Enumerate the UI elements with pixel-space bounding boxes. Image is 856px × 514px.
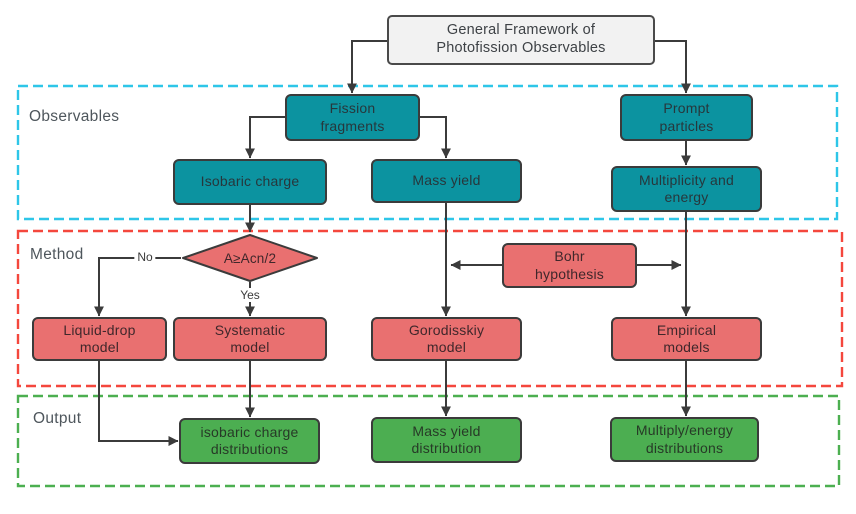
- edge-title-to-fission-fragments: [347, 40, 387, 94]
- node-bohr-hypothesis: Bohr hypothesis: [502, 243, 637, 288]
- node-systematic-model: Systematic model: [173, 317, 327, 361]
- node-isobaric-charge-distributions: isobaric charge distributions: [179, 418, 320, 464]
- node-gorodisskiy-model: Gorodisskiy model: [371, 317, 522, 361]
- region-label-output: Output: [33, 410, 82, 427]
- node-decision: A≥Acn/2: [181, 234, 319, 282]
- node-isobaric-charge: Isobaric charge: [173, 159, 327, 205]
- node-mass-yield-distribution: Mass yield distribution: [371, 417, 522, 463]
- edge-decision-no-to-liquid-drop: [94, 257, 181, 317]
- region-label-observables: Observables: [29, 108, 120, 125]
- node-mass-yield: Mass yield: [371, 159, 522, 203]
- edge-fission-to-isobaric-charge: [245, 116, 285, 159]
- node-multiply-energy-distributions: Multiply/energy distributions: [610, 417, 759, 462]
- region-label-method: Method: [30, 246, 84, 263]
- edge-liquid-drop-to-isobaric-dist: [98, 361, 179, 446]
- node-empirical-models: Empirical models: [611, 317, 762, 361]
- decision-label: A≥Acn/2: [223, 250, 277, 266]
- edge-fission-to-mass-yield: [420, 116, 451, 159]
- node-liquid-drop-model: Liquid-drop model: [32, 317, 167, 361]
- node-prompt-particles: Prompt particles: [620, 94, 753, 141]
- node-fission-fragments: Fission fragments: [285, 94, 420, 141]
- edge-title-to-prompt-particles: [655, 40, 691, 94]
- edge-label-no: No: [134, 250, 156, 264]
- title-box: General Framework of Photofission Observ…: [387, 15, 655, 65]
- node-multiplicity-energy: Multiplicity and energy: [611, 166, 762, 212]
- edge-label-yes: Yes: [237, 288, 263, 302]
